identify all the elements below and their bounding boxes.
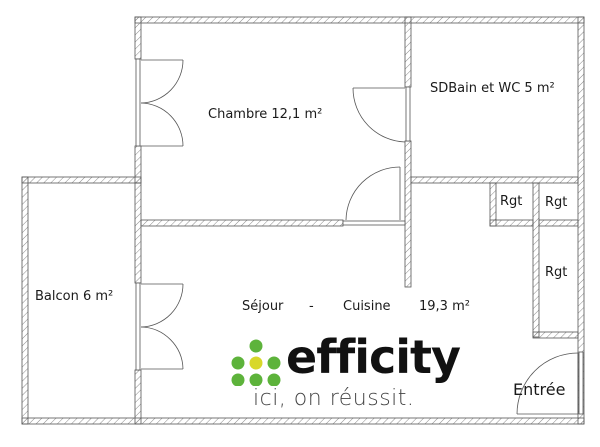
dots-icon: [231, 339, 281, 386]
room-label-balcon: Balcon 6 m²: [35, 289, 114, 304]
door-sdb: [352, 87, 406, 143]
wall-sdb-bottom: [410, 176, 579, 184]
door-chambre-balcony-double: [140, 59, 184, 147]
efficity-logo: efficity ici, on réussit.: [228, 330, 468, 418]
wall-balcony-top: [21, 176, 142, 184]
wall-balcony-left: [21, 176, 29, 425]
room-label-sdb: SDBain et WC 5 m²: [430, 81, 555, 96]
wall-rgt-mid: [532, 182, 540, 338]
room-label-chambre: Chambre 12,1 m²: [208, 107, 323, 122]
wall-rgt3-bottom: [532, 331, 579, 339]
door-entree: [516, 352, 579, 415]
door-chambre: [345, 166, 401, 221]
doors: [140, 59, 579, 415]
wall-balcony-right-upper: [134, 182, 142, 284]
logo-tagline: ici, on réussit.: [253, 386, 415, 411]
door-sejour-balcony-double: [140, 283, 184, 370]
logo-wordmark: efficity: [286, 330, 461, 384]
walls: [21, 16, 585, 425]
wall-chambre-left-upper: [134, 16, 142, 60]
wall-rgt2-bottom: [538, 219, 579, 227]
room-label-sejour-area: 19,3 m²: [419, 299, 470, 314]
wall-chambre-sejour: [140, 219, 344, 227]
wall-chambre-sdb-upper: [404, 16, 412, 88]
door-frames: [135, 58, 584, 415]
room-label-rgt-3: Rgt: [545, 265, 568, 280]
wall-balcony-right-lower: [134, 369, 142, 425]
wall-rgt1-bottom: [489, 219, 534, 227]
room-label-rgt-2: Rgt: [545, 195, 568, 210]
room-label-sejour: Séjour: [242, 299, 284, 314]
wall-chambre-sdb-lower: [404, 140, 412, 288]
wall-bottom: [21, 417, 585, 425]
room-label-entree: Entrée: [513, 380, 566, 399]
wall-top: [134, 16, 585, 24]
room-label-cuisine: Cuisine: [343, 299, 391, 314]
wall-rgt1-left: [489, 182, 497, 227]
room-label-sejour-separator: -: [309, 299, 314, 314]
room-label-rgt-1: Rgt: [500, 194, 523, 209]
